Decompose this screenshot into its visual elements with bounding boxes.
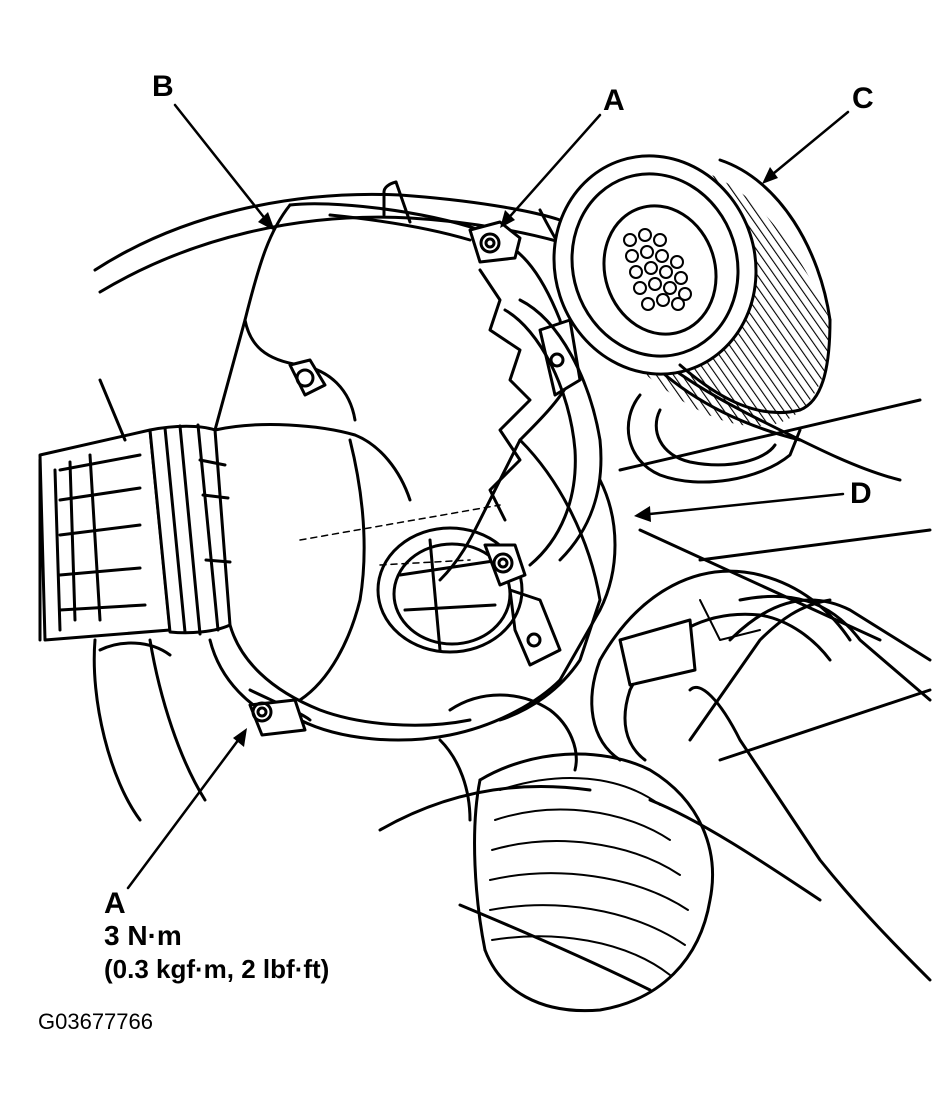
background-hoses bbox=[93, 180, 562, 294]
callout-label-c: C bbox=[852, 82, 874, 115]
leader-c bbox=[766, 110, 850, 180]
arrowhead-b bbox=[258, 212, 275, 231]
torque-spec-alt: (0.3 kgf·m, 2 lbf·ft) bbox=[104, 954, 330, 984]
arrowhead-c bbox=[762, 167, 778, 184]
arrowhead-a-bottom bbox=[233, 728, 247, 747]
corrugated-hose bbox=[438, 693, 714, 1013]
callout-label-a-top: A bbox=[603, 84, 625, 117]
leader-a-bottom bbox=[126, 733, 244, 890]
arrowhead-d bbox=[634, 506, 651, 522]
callout-label-d: D bbox=[850, 477, 872, 510]
leader-b bbox=[173, 103, 272, 227]
bolt-bottom bbox=[248, 698, 307, 737]
arrowhead-a-top bbox=[500, 210, 515, 228]
leader-arrowheads bbox=[233, 167, 778, 747]
dashed-guides bbox=[299, 504, 501, 566]
filter-seat bbox=[626, 393, 802, 484]
callout-label-a-bottom: A bbox=[104, 887, 126, 920]
air-cleaner-housing bbox=[213, 202, 603, 582]
figure-id: G03677766 bbox=[38, 1009, 153, 1034]
torque-spec-nm: 3 N·m bbox=[104, 920, 182, 951]
intake-clamp bbox=[148, 423, 232, 636]
leader-a-top bbox=[503, 113, 602, 224]
air-filter-element bbox=[552, 154, 832, 427]
leader-d bbox=[638, 492, 845, 517]
leader-lines bbox=[126, 103, 850, 890]
bolt-top bbox=[468, 220, 522, 264]
right-hose bbox=[590, 569, 852, 762]
inner-ring bbox=[376, 526, 524, 654]
bolt-middle bbox=[288, 358, 527, 587]
air-cleaner-lower bbox=[208, 423, 617, 742]
callout-label-b: B bbox=[152, 70, 174, 103]
